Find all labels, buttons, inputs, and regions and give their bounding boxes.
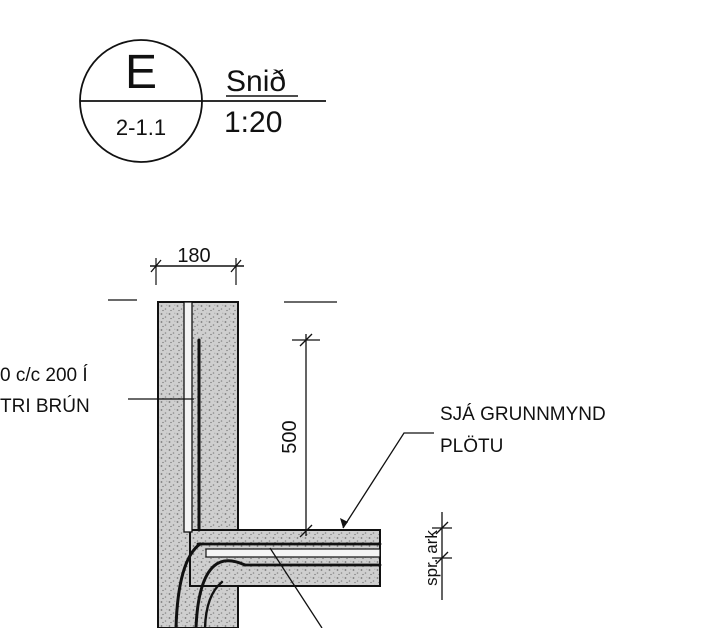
note-right-leader xyxy=(342,432,434,529)
note-right-line2: PLÖTU xyxy=(440,436,503,457)
dimension-500-label: 500 xyxy=(279,420,301,453)
note-right: SJÁ GRUNNMYND PLÖTU xyxy=(340,404,606,529)
rebars xyxy=(174,338,382,628)
concrete-section xyxy=(157,301,381,628)
dimension-wall-thickness: 180 xyxy=(150,245,244,285)
note-left-line1: 0 c/c 200 Í xyxy=(0,365,88,386)
drawing-title: Snið xyxy=(226,65,286,98)
dimension-180-label: 180 xyxy=(177,245,210,267)
title-block: E 2-1.1 Snið 1:20 xyxy=(79,39,326,163)
drawing-scale: 1:20 xyxy=(224,106,282,139)
section-letter: E xyxy=(125,46,157,99)
sheet-reference: 2-1.1 xyxy=(116,115,166,140)
leader-lower xyxy=(269,547,323,628)
note-left-line2: TRI BRÚN xyxy=(0,395,90,417)
dimension-side: spr. ark xyxy=(422,512,452,600)
note-left: 0 c/c 200 Í TRI BRÚN xyxy=(0,365,194,417)
note-right-line1: SJÁ GRUNNMYND xyxy=(440,404,606,425)
dimension-height: 500 xyxy=(279,333,320,538)
dimension-side-label: spr. ark xyxy=(422,530,441,586)
